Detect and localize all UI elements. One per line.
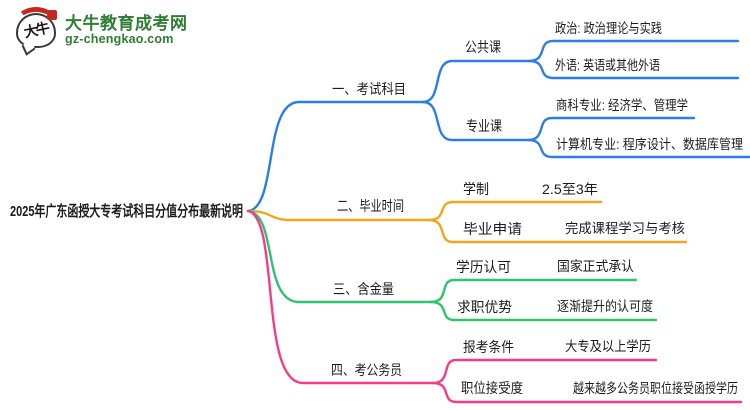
leaf-computer-major: 计算机专业: 程序设计、数据库管理 — [556, 137, 743, 152]
node-major-courses: 专业课 — [466, 118, 502, 134]
value-degree-recognition: 国家正式承认 — [557, 258, 634, 274]
branch-3-line — [246, 209, 433, 304]
branch-4-label: 四、考公务员 — [331, 362, 402, 378]
node-application-requirements: 报考条件 — [463, 339, 514, 355]
node-job-advantage: 求职优势 — [457, 299, 512, 315]
branch-1-label: 一、考试科目 — [332, 81, 406, 97]
value-position-acceptance: 越来越多公务员职位接受函授学历 — [573, 380, 738, 396]
branch-1-leaf-3-line — [526, 116, 696, 142]
site-name: 大牛教育成考网 — [65, 13, 188, 33]
node-study-length: 学制 — [463, 181, 489, 197]
branch-1-leaf-2-line — [527, 59, 740, 80]
leaf-politics: 政治: 政治理论与实践 — [555, 21, 662, 36]
branch-4-line — [246, 209, 435, 385]
leaf-business-major: 商科专业: 经济学、管理学 — [556, 98, 688, 113]
branch-3-row-1-line — [429, 278, 638, 304]
node-position-acceptance: 职位接受度 — [461, 380, 523, 396]
logo-red-seal-icon — [47, 10, 57, 20]
branch-1-leaf-4-line — [526, 138, 750, 159]
root-topic: 2025年广东函授大专考试科目分值分布最新说明 — [10, 202, 243, 220]
value-job-advantage: 逐渐提升的认可度 — [557, 299, 653, 314]
branch-3-label: 三、含金量 — [333, 281, 394, 297]
branch-1-sub-2-line — [421, 100, 530, 142]
value-application-requirements: 大专及以上学历 — [565, 339, 651, 354]
value-graduation-application: 完成课程学习与考核 — [565, 221, 685, 236]
branch-3-row-2-line — [429, 300, 658, 322]
leaf-foreign-language: 外语: 英语或其他外语 — [555, 57, 660, 73]
site-logo: 大牛 大牛教育成考网 gz-chengkao.com — [16, 7, 188, 56]
branch-1-sub-1-line — [421, 59, 531, 104]
branch-2-label: 二、毕业时间 — [337, 198, 404, 214]
site-domain: gz-chengkao.com — [65, 32, 174, 47]
branch-2-line — [246, 209, 431, 222]
branch-4-row-1-line — [431, 358, 658, 385]
logo-red-arc-icon — [17, 7, 55, 32]
logo-text-block: 大牛教育成考网 gz-chengkao.com — [65, 14, 188, 47]
value-study-length: 2.5至3年 — [542, 182, 598, 197]
branch-1-line — [246, 100, 425, 213]
branch-4-row-2-line — [431, 381, 743, 404]
node-degree-recognition: 学历认可 — [456, 259, 511, 275]
node-public-courses: 公共课 — [465, 39, 501, 55]
branch-2-row-2-line — [427, 218, 688, 244]
branch-2-row-1-line — [427, 200, 603, 222]
node-graduation-application: 毕业申请 — [463, 221, 522, 237]
logo-speech-bubble-icon: 大牛 — [16, 7, 57, 56]
